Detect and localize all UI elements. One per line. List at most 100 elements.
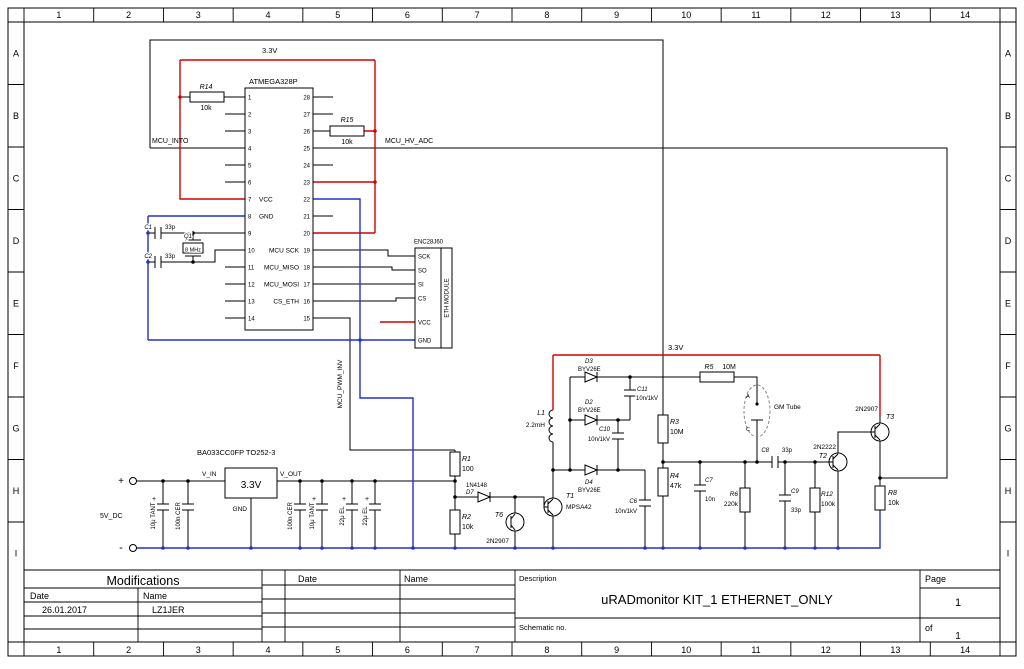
capacitor-c8-plates	[771, 456, 779, 468]
c9-val: 33p	[791, 508, 802, 514]
grid-col-top-11: 11	[751, 10, 760, 20]
description-label: Description	[519, 574, 557, 583]
mcu-pin-right-20: 20	[303, 232, 310, 238]
date-value: 26.01.2017	[42, 605, 87, 615]
eth-pin-si: SI	[418, 283, 424, 289]
r1-ref: R1	[462, 456, 471, 463]
mcu-pin-left-1: 1	[248, 96, 252, 102]
resistor-r15	[329, 125, 365, 137]
capacitor-c11-plates	[624, 389, 636, 397]
capacitor-c1-plates	[154, 227, 162, 239]
grid-col-top-12: 12	[821, 10, 831, 20]
capacitor-c2-plates	[154, 256, 162, 268]
diode-d4	[584, 464, 599, 476]
c8-ref: C8	[761, 448, 769, 454]
regulator-body	[224, 467, 278, 499]
date-column-header-2: Date	[298, 574, 317, 584]
grid-tick-marks	[8, 8, 1016, 656]
junction-dot	[186, 479, 190, 483]
r8-ref: R8	[888, 490, 897, 497]
junction-dot	[350, 546, 354, 550]
grid-col-bottom-4: 4	[265, 645, 270, 655]
crystal-q1-plates	[185, 239, 201, 257]
polarity-mark-4: +	[365, 496, 369, 503]
grid-row-right-A: A	[1005, 48, 1011, 58]
grid-col-top-9: 9	[614, 10, 619, 20]
junction-dot	[186, 546, 190, 550]
junction-dot	[661, 546, 665, 550]
junction-dot	[643, 546, 647, 550]
schematic-title: uRADmonitor KIT_1 ETHERNET_ONLY	[601, 592, 833, 607]
grid-row-right-E: E	[1005, 298, 1011, 308]
date-column-header: Date	[30, 591, 49, 601]
grid-row-right-F: F	[1005, 361, 1011, 371]
mcu-pin-left-4: 4	[248, 147, 252, 153]
grid-row-left-D: D	[13, 236, 20, 246]
eth-pin-gnd: GND	[418, 339, 432, 345]
c10-val: 10n/1kV	[588, 437, 610, 443]
diode-d7	[477, 491, 492, 503]
d2-ref: D2	[585, 400, 593, 406]
c11-ref: C11	[637, 387, 648, 393]
name-column-header-2: Name	[404, 574, 428, 584]
grid-row-left-F: F	[13, 361, 19, 371]
junction-dot	[698, 460, 702, 464]
minus-terminal	[129, 544, 137, 552]
r3-val: 10M	[670, 429, 684, 436]
capacitor-c10-plates	[612, 432, 624, 440]
page-label: Page	[925, 574, 946, 584]
grid-col-top-2: 2	[126, 10, 131, 20]
mcu-pin-left-3: 3	[248, 130, 252, 136]
junction-dot	[373, 129, 377, 133]
gm-anode-label: A	[746, 394, 750, 400]
q1-ref: Q1	[184, 234, 192, 240]
c11-val: 10n/1kV	[636, 396, 658, 402]
mcu-pin-left-2: 2	[248, 113, 252, 119]
cap-label-1: 100n CER	[176, 501, 182, 529]
r14-ref: R14	[200, 84, 213, 91]
q1-val: 8 MHz	[185, 248, 201, 254]
page-total: 1	[955, 631, 961, 642]
r8-val: 10k	[888, 500, 900, 507]
inner-border	[23, 21, 1001, 643]
c7-ref: C7	[705, 478, 713, 484]
gm-tube-symbol	[743, 384, 771, 438]
polarity-mark-1: +	[152, 496, 156, 503]
junction-dot	[373, 180, 377, 184]
capacitor-c9-plates	[779, 494, 791, 502]
junction-dot	[836, 546, 840, 550]
transistor-t6	[505, 512, 525, 532]
crystal-q1-body	[182, 242, 204, 254]
mcu-gnd-label: GND	[259, 214, 274, 221]
net-mcu-hv-adc: MCU_HV_ADC	[385, 138, 433, 145]
signal-wires	[136, 39, 948, 548]
c10-ref: C10	[599, 427, 611, 433]
r5-val: 10M	[722, 364, 736, 371]
mcu-pin-right-27: 27	[303, 113, 310, 119]
junction-dot	[698, 546, 702, 550]
mcu-pin-right-26: 26	[303, 130, 310, 136]
l1-val: 2.2mH	[526, 422, 545, 429]
junction-dot	[513, 546, 517, 550]
grid-row-right-D: D	[1005, 236, 1012, 246]
junction-dot	[568, 418, 572, 422]
schematic-no-label: Schematic no.	[519, 623, 567, 632]
grid-col-top-5: 5	[335, 10, 340, 20]
eth-pin-so: SO	[418, 269, 427, 275]
junction-dots	[146, 95, 882, 550]
resistor-r12	[809, 487, 821, 513]
junction-dot	[743, 546, 747, 550]
reg-gnd-label: GND	[233, 506, 248, 513]
junction-dot	[350, 479, 354, 483]
c6-ref: C6	[629, 499, 637, 505]
cap-label-5: 22μ EL	[363, 506, 369, 526]
grid-col-bottom-14: 14	[960, 645, 970, 655]
grid-row-left-E: E	[13, 298, 19, 308]
grid-col-bottom-11: 11	[751, 645, 760, 655]
junction-dot	[551, 468, 555, 472]
grid-row-left-I: I	[15, 548, 18, 558]
d4-val: BYV26E	[578, 488, 601, 494]
